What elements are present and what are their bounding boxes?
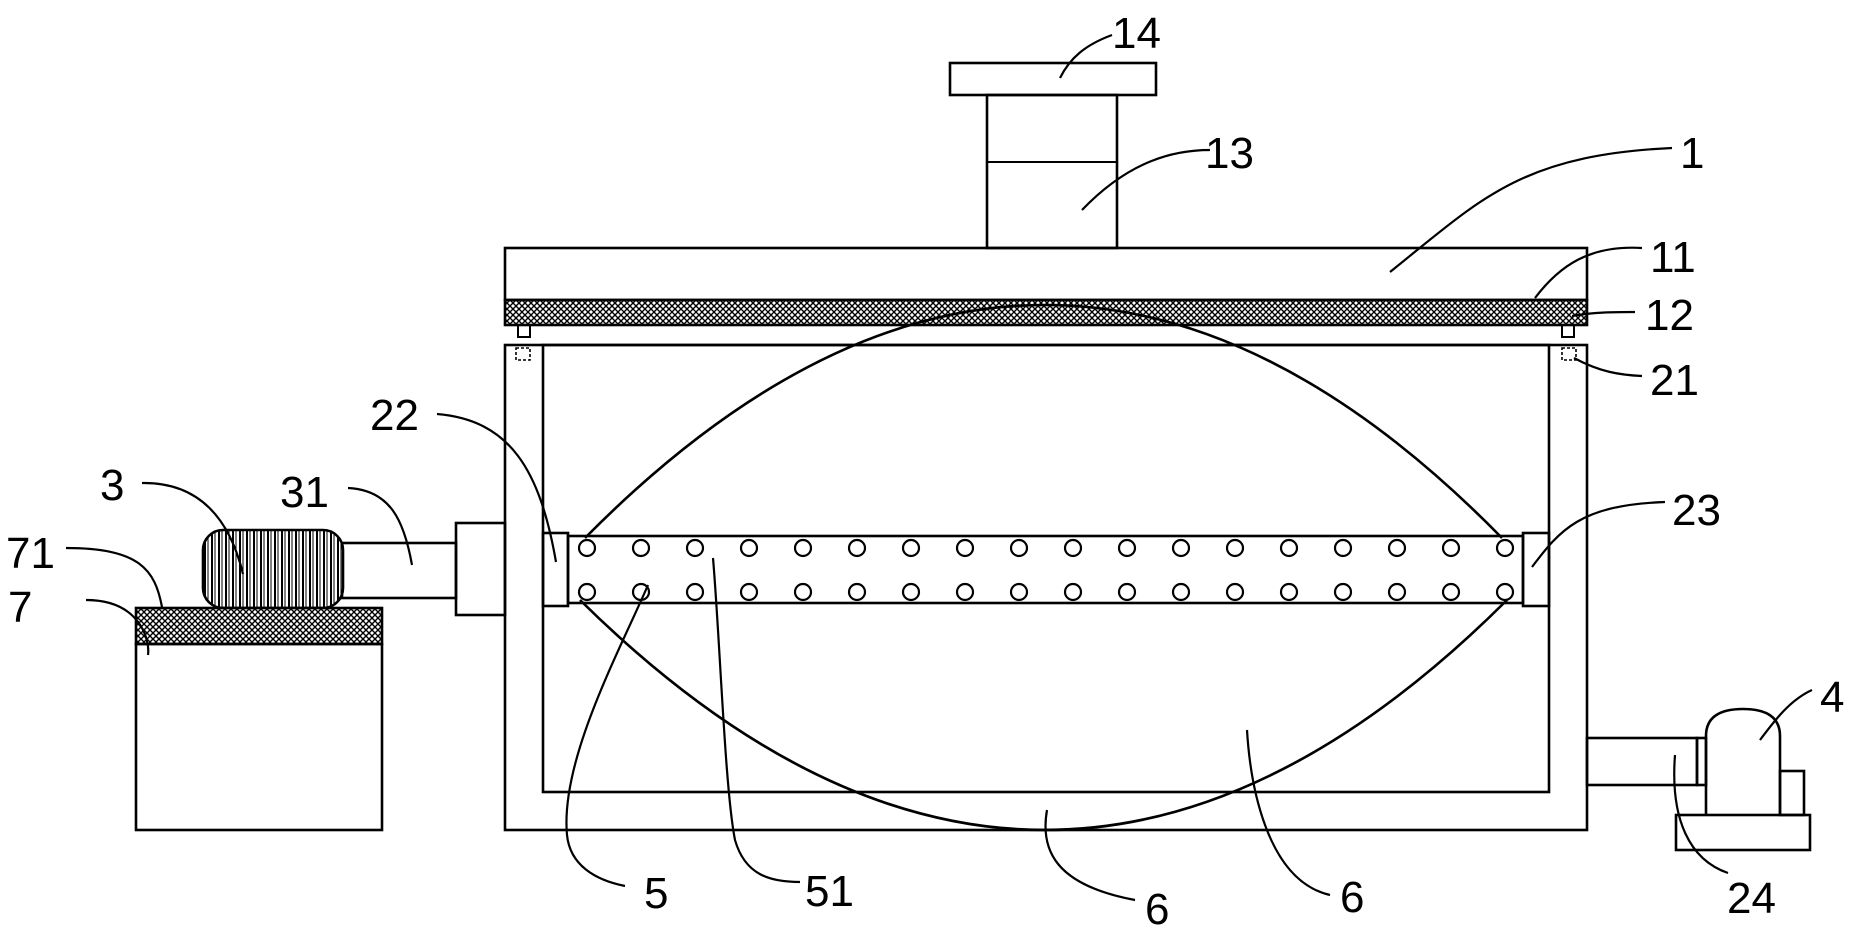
outlet-flange (948, 61, 1158, 97)
motor (201, 528, 345, 610)
bearing-right (1521, 531, 1551, 608)
label-1: 1 (1680, 129, 1704, 178)
label-3: 3 (100, 461, 124, 510)
pump (1695, 707, 1806, 817)
label-71: 71 (6, 529, 55, 578)
shaft-hole (1333, 538, 1353, 558)
lid (503, 246, 1589, 302)
shaft-holes (577, 538, 1515, 602)
shaft-hole (631, 538, 651, 558)
label-24: 24 (1727, 874, 1776, 923)
latch-slot-left (515, 347, 531, 361)
shaft-hole (1441, 538, 1461, 558)
shaft-hole (955, 538, 975, 558)
label-11: 11 (1650, 233, 1696, 282)
shaft-hole (739, 582, 759, 602)
label-23: 23 (1672, 486, 1721, 535)
coupling-box (454, 521, 507, 617)
shaft-hole (685, 538, 705, 558)
shaft-hole (1279, 538, 1299, 558)
shaft-hole (1387, 582, 1407, 602)
bearing-left (541, 531, 570, 608)
label-6-lower: 6 (1145, 885, 1169, 934)
label-5: 5 (644, 869, 668, 918)
shaft-hole (847, 538, 867, 558)
reference-labels: 14 13 1 11 12 21 22 23 24 3 31 4 5 51 6 … (6, 9, 1844, 934)
leader-lines (65, 33, 1813, 902)
shaft-hole (685, 582, 705, 602)
label-31: 31 (280, 468, 329, 517)
shaft-hole (1225, 582, 1245, 602)
label-6-right: 6 (1340, 873, 1364, 922)
shaft-hole (1441, 582, 1461, 602)
latch-slot-right (1561, 347, 1577, 361)
perforated-shaft (566, 534, 1525, 605)
shaft-hole (901, 582, 921, 602)
shaft-hole (1225, 538, 1245, 558)
tank-inner-wall (541, 343, 1551, 794)
drum-body (579, 303, 1508, 832)
label-4: 4 (1820, 673, 1844, 722)
shaft-hole (1063, 582, 1083, 602)
shaft-hole (1495, 538, 1515, 558)
shaft-hole (1333, 582, 1353, 602)
label-14: 14 (1112, 9, 1161, 58)
drain-pipe (1585, 736, 1699, 787)
shaft-hole (793, 582, 813, 602)
label-13: 13 (1205, 129, 1254, 178)
shaft-hole (901, 538, 921, 558)
label-51: 51 (805, 867, 854, 916)
shaft-hole (1009, 582, 1029, 602)
lid-clip-left (517, 324, 531, 338)
shaft-hole (1387, 538, 1407, 558)
shaft-hole (577, 582, 597, 602)
drive-shaft (340, 541, 458, 600)
shaft-hole (1279, 582, 1299, 602)
shaft-hole (1171, 582, 1191, 602)
shaft-hole (1171, 538, 1191, 558)
shaft-hole (1117, 538, 1137, 558)
shaft-hole (739, 538, 759, 558)
outlet-pipe (985, 93, 1119, 250)
shaft-hole (1117, 582, 1137, 602)
shaft-hole (1495, 582, 1515, 602)
base-box (134, 642, 384, 832)
label-21: 21 (1650, 356, 1699, 405)
shaft-hole (955, 582, 975, 602)
shaft-hole (1009, 538, 1029, 558)
lid-clip-right (1561, 324, 1575, 338)
pump-base (1674, 813, 1812, 852)
tank-outer-wall (503, 343, 1589, 832)
label-7: 7 (8, 583, 32, 632)
shaft-hole (793, 538, 813, 558)
shaft-hole (847, 582, 867, 602)
label-12: 12 (1645, 291, 1694, 340)
base-cushion (134, 606, 384, 646)
label-22: 22 (370, 391, 419, 440)
shaft-hole (577, 538, 597, 558)
shaft-hole (1063, 538, 1083, 558)
